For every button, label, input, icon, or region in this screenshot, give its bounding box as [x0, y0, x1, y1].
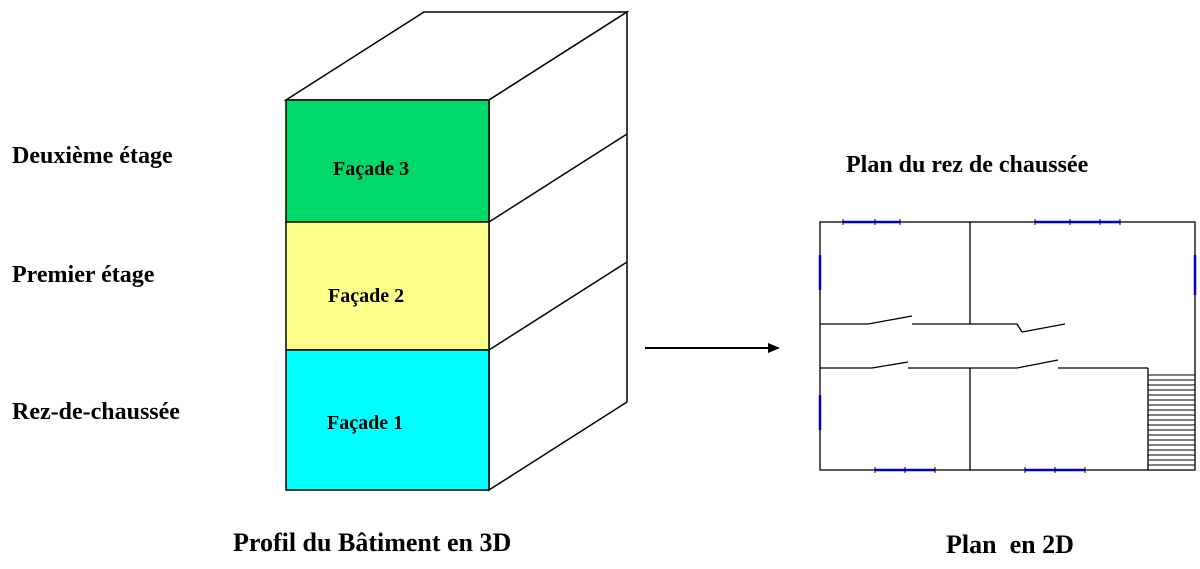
side-floor-line-lower: [488, 261, 628, 351]
facade-1: [285, 349, 490, 491]
side-floor-line-upper: [488, 133, 628, 223]
plan-outline: [819, 221, 1196, 471]
plan-ticks: [842, 219, 1121, 473]
facade-3-label: Façade 3: [333, 158, 409, 180]
building-3d: [283, 10, 630, 492]
plan-stairs: [1148, 374, 1195, 466]
floor-label-deuxieme: Deuxième étage: [12, 143, 173, 169]
facade-3: [285, 99, 490, 223]
floor-label-rdc: Rez-de-chaussée: [12, 399, 180, 425]
facade-1-label: Façade 1: [327, 412, 403, 434]
floor-label-premier: Premier étage: [12, 262, 155, 288]
facade-2: [285, 221, 490, 351]
caption-plan-2d: Plan en 2D: [946, 530, 1074, 559]
facade-2-label: Façade 2: [328, 285, 404, 307]
floor-plan-2d: [818, 219, 1197, 473]
arrow: [645, 343, 780, 353]
caption-profil-3d: Profil du Bâtiment en 3D: [233, 528, 512, 557]
plan-title: Plan du rez de chaussée: [846, 152, 1089, 178]
